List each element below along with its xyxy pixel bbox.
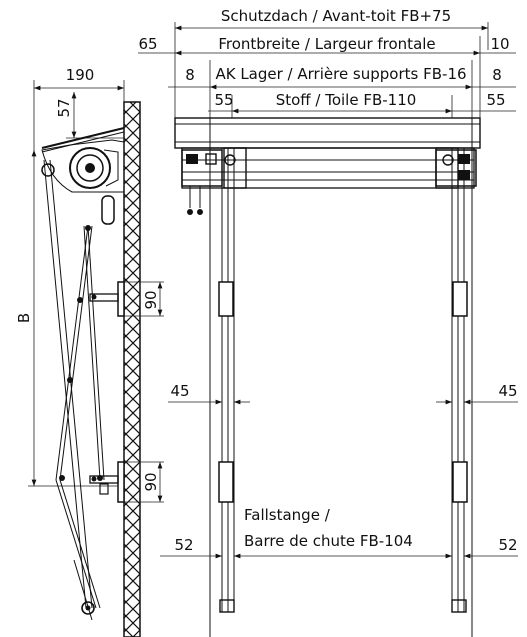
dim-drop-bar-line2: Barre de chute FB-104 [244,532,413,550]
dim-bearing-left-label: 8 [185,66,195,84]
canopy-roof [41,127,125,149]
side-view: 190 57 B [15,66,164,637]
dim-roof-offset: 57 [55,92,124,139]
dim-fabric-right-label: 55 [486,91,505,109]
left-arm [218,147,247,613]
dim-roof-offset-label: 57 [55,98,73,117]
right-arm [435,147,468,613]
dim-canopy: Schutzdach / Avant-toit FB+75 [174,7,489,118]
cassette-housing [41,139,125,225]
dim-bracket-lower-label: 90 [142,472,160,491]
dim-front-left-ext-label: 65 [138,35,157,53]
dim-drop-right-label: 52 [498,536,517,554]
front-view: Schutzdach / Avant-toit FB+75 65 Frontbr… [138,7,518,637]
dim-bearing: 8 AK Lager / Arrière supports FB-16 8 [168,60,516,118]
wall-bracket-lower: 90 [89,461,164,503]
dim-drop-bar-line1: Fallstange / [244,506,331,524]
dim-fabric: 55 Stoff / Toile FB-110 55 [208,91,516,118]
dim-bearing-label: AK Lager / Arrière supports FB-16 [215,65,466,83]
dim-side-width-label: 190 [66,66,95,84]
dim-arm-right-label: 45 [498,382,517,400]
dim-drop-bar: 52 Fallstange / Barre de chute FB-104 52 [160,506,518,559]
dim-front-right-ext-label: 10 [490,35,509,53]
dim-fabric-label: Stoff / Toile FB-110 [276,91,417,109]
dim-arm-left: 45 [168,382,250,405]
dim-canopy-label: Schutzdach / Avant-toit FB+75 [221,7,451,25]
dim-front-width-label: Frontbreite / Largeur frontale [218,35,435,53]
roller-tube [69,147,111,189]
dim-bracket-upper-label: 90 [142,290,160,309]
dim-bearing-right-label: 8 [492,66,502,84]
wall [123,101,141,637]
dim-front-width: 65 Frontbreite / Largeur frontale 10 [138,35,516,118]
dim-arm-left-label: 45 [170,382,189,400]
dim-height-label: B [15,313,33,323]
dim-drop-left-label: 52 [174,536,193,554]
motor-block [101,195,115,225]
dim-arm-right: 45 [436,382,518,405]
cassette-front [174,117,481,215]
dim-side-width: 190 [33,66,125,150]
scissor-arms [43,159,105,621]
dim-fabric-left-label: 55 [214,91,233,109]
wall-bracket-upper: 90 [89,281,164,317]
